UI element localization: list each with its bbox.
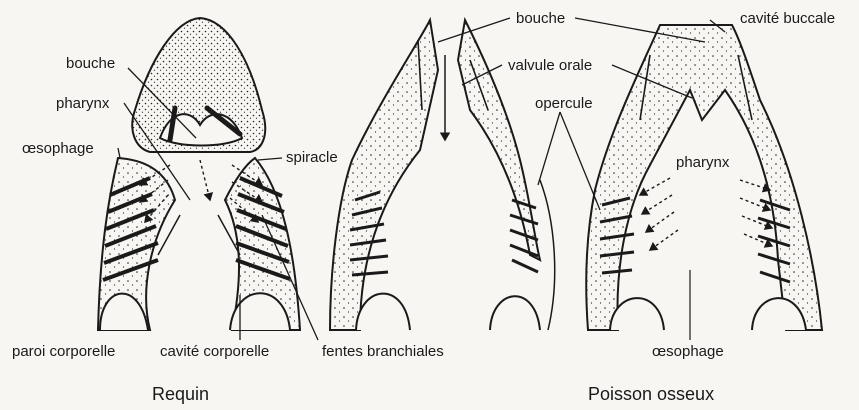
label-shark-mouth: bouche — [66, 56, 115, 71]
label-shark-esophagus: œsophage — [22, 141, 94, 156]
caption-bony-fish: Poisson osseux — [588, 385, 714, 403]
label-shark-body-wall: paroi corporelle — [12, 344, 115, 359]
label-fish-esophagus: œsophage — [652, 344, 724, 359]
caption-shark: Requin — [152, 385, 209, 403]
shark-figure — [98, 18, 300, 330]
label-fish-mouth: bouche — [516, 11, 565, 26]
fish-right-head — [586, 25, 822, 330]
label-shark-spiracle: spiracle — [286, 150, 338, 165]
fish-flow-arrows — [640, 178, 772, 250]
label-fish-buccal-cavity: cavité buccale — [740, 11, 835, 26]
fish-body-cavity-left — [356, 294, 410, 330]
label-fish-pharynx: pharynx — [676, 155, 729, 170]
fish-operculum-left — [540, 180, 555, 330]
label-shark-pharynx: pharynx — [56, 96, 109, 111]
label-shark-body-cavity: cavité corporelle — [160, 344, 269, 359]
label-shark-gill-slits: fentes branchiales — [322, 344, 444, 359]
fish-left-head — [330, 20, 438, 330]
label-fish-oral-valve: valvule orale — [508, 58, 592, 73]
label-fish-operculum: opercule — [535, 96, 593, 111]
